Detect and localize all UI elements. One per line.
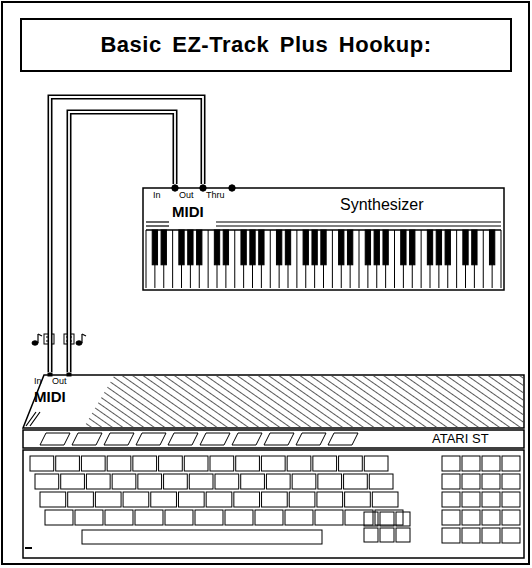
trim-line: [146, 225, 169, 226]
midi-jack: [172, 185, 178, 191]
midi-cable: [69, 112, 175, 372]
title-text: Basic EZ-Track Plus Hookup:: [100, 32, 431, 58]
midi-jack: [200, 185, 206, 191]
keyboard-case: [23, 450, 524, 558]
synth-body: [143, 188, 504, 290]
synthesizer-art: [142, 184, 505, 292]
port-label: In: [153, 191, 161, 200]
port-label: Out: [52, 377, 67, 386]
device-label: ATARI ST: [432, 432, 489, 445]
synthesizer: In Out ThruMIDI Synthesizer: [142, 184, 505, 292]
cable-core: [50, 97, 203, 372]
cable-outline: [50, 97, 203, 372]
device-label: Synthesizer: [340, 197, 424, 213]
function-key-band: [23, 430, 524, 448]
midi-jack: [229, 185, 235, 191]
atari-top-case: [23, 375, 524, 428]
cable-outline: [69, 112, 175, 372]
midi-jack: [67, 373, 71, 376]
midi-jack: [48, 373, 52, 376]
case-hatching: [84, 376, 523, 427]
keys: [30, 456, 520, 544]
midi-cable: [50, 97, 203, 372]
atari-st-art: [22, 372, 525, 562]
device-label: MIDI: [34, 389, 66, 404]
title-box: Basic EZ-Track Plus Hookup:: [20, 18, 512, 72]
device-label: MIDI: [172, 204, 204, 219]
atari-st: In OutMIDI ATARI ST: [22, 372, 525, 562]
cable-core: [69, 112, 175, 372]
trim-line: [216, 221, 501, 222]
trim-line: [146, 221, 169, 222]
port-label: In: [34, 377, 42, 386]
port-label: Thru: [206, 191, 225, 200]
port-label: Out: [179, 191, 194, 200]
case-mark: [25, 547, 32, 549]
function-keys: [40, 433, 358, 445]
case-slant: [26, 412, 40, 426]
trim-line: [216, 225, 501, 226]
synth-keys: [146, 230, 501, 288]
